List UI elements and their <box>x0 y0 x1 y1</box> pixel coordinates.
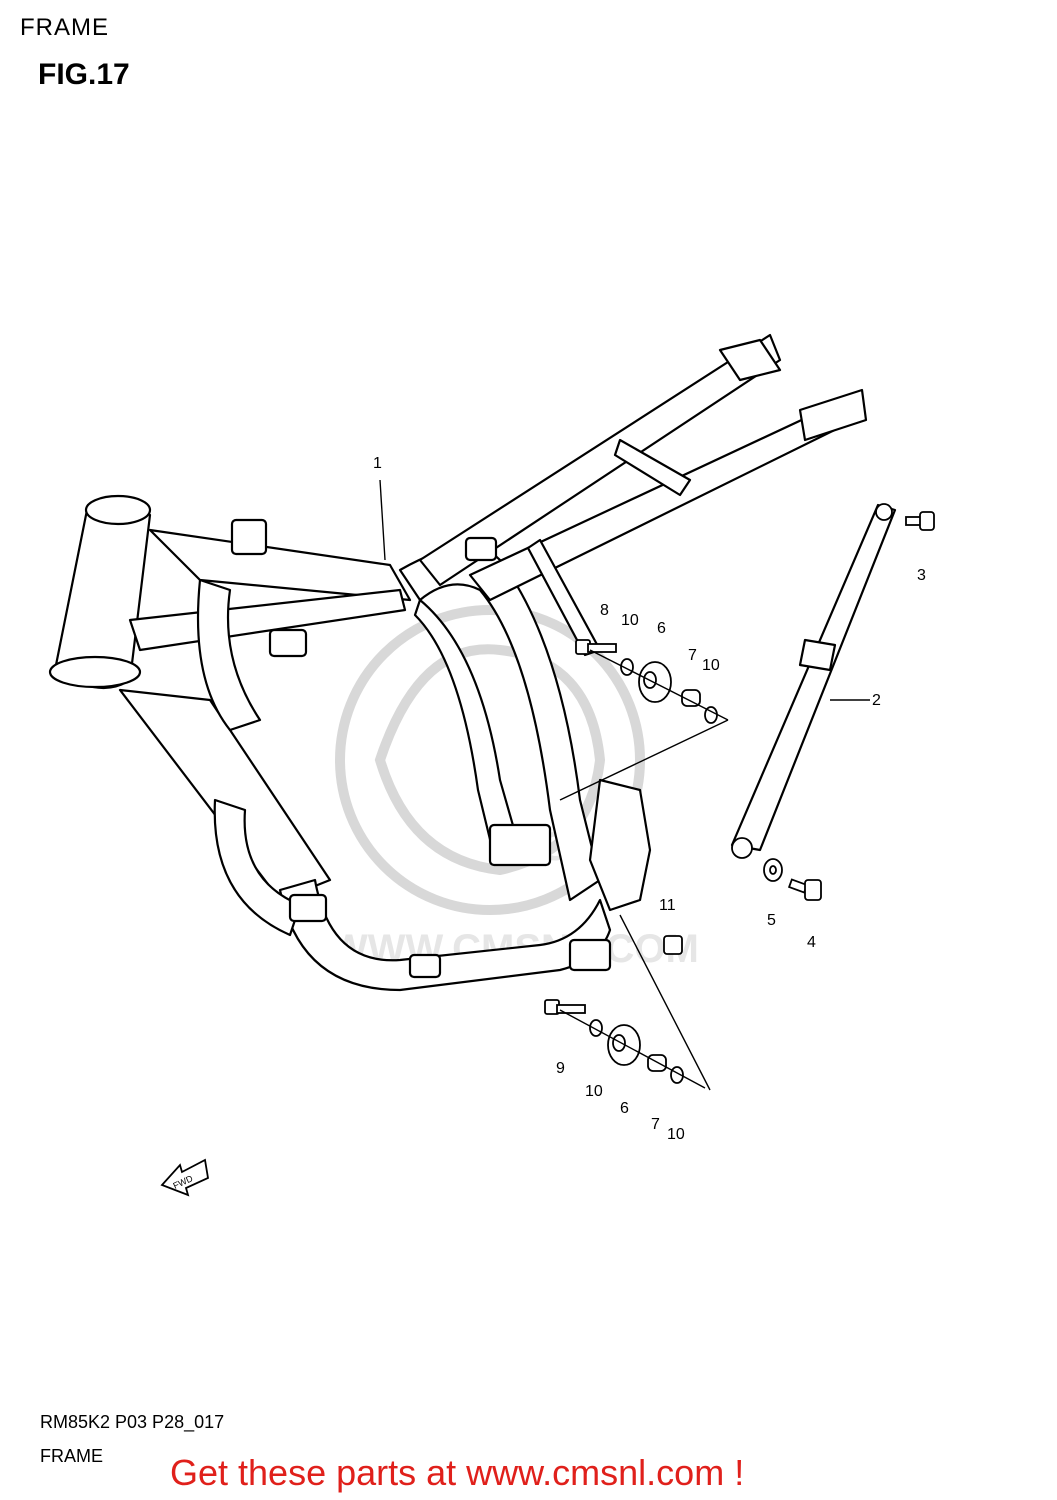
nut-part-11 <box>663 935 683 955</box>
callout-numbers: 1 2 3 4 5 6 6 7 7 8 9 10 10 10 10 11 <box>373 455 926 1143</box>
callout-11: 11 <box>659 897 676 914</box>
callout-10a: 10 <box>621 612 639 629</box>
bushing-part-6a <box>638 661 672 703</box>
callout-10d: 10 <box>667 1126 685 1143</box>
callout-10b: 10 <box>702 657 720 674</box>
callout-9: 9 <box>556 1060 565 1077</box>
side-bar-part-2 <box>730 503 897 859</box>
callout-6a: 6 <box>657 620 666 637</box>
callout-10c: 10 <box>585 1083 603 1100</box>
footer-title: FRAME <box>40 1446 103 1466</box>
bolt-part-8 <box>575 639 617 655</box>
collar-part-7a <box>681 689 701 707</box>
collar-part-7b <box>647 1054 667 1072</box>
callout-8: 8 <box>600 602 609 619</box>
forward-direction-arrow: FWD <box>160 1158 210 1197</box>
bolt-part-3 <box>905 511 935 531</box>
figure-number: FIG.17 <box>38 58 130 91</box>
callout-5: 5 <box>767 912 776 929</box>
cms-watermark: WWW.CMSNL.COM CMS <box>330 605 699 971</box>
bolt-part-9 <box>544 999 586 1015</box>
callout-4: 4 <box>807 934 816 951</box>
bolt-part-4 <box>787 878 822 901</box>
assembly-lines <box>559 649 729 1091</box>
callout-6b: 6 <box>620 1100 629 1117</box>
promo-link[interactable]: Get these parts at www.cmsnl.com ! <box>170 1452 745 1493</box>
washer-part-5 <box>763 858 783 882</box>
callout-2: 2 <box>872 692 881 709</box>
callout-7a: 7 <box>688 647 697 664</box>
callout-1: 1 <box>373 455 382 472</box>
washer-part-10c <box>589 1019 603 1037</box>
callout-3: 3 <box>917 567 926 584</box>
page-header-title: FRAME <box>20 14 109 41</box>
callout-7b: 7 <box>651 1116 660 1133</box>
diagram-code: RM85K2 P03 P28_017 <box>40 1412 225 1432</box>
main-frame-part-1 <box>48 333 868 992</box>
